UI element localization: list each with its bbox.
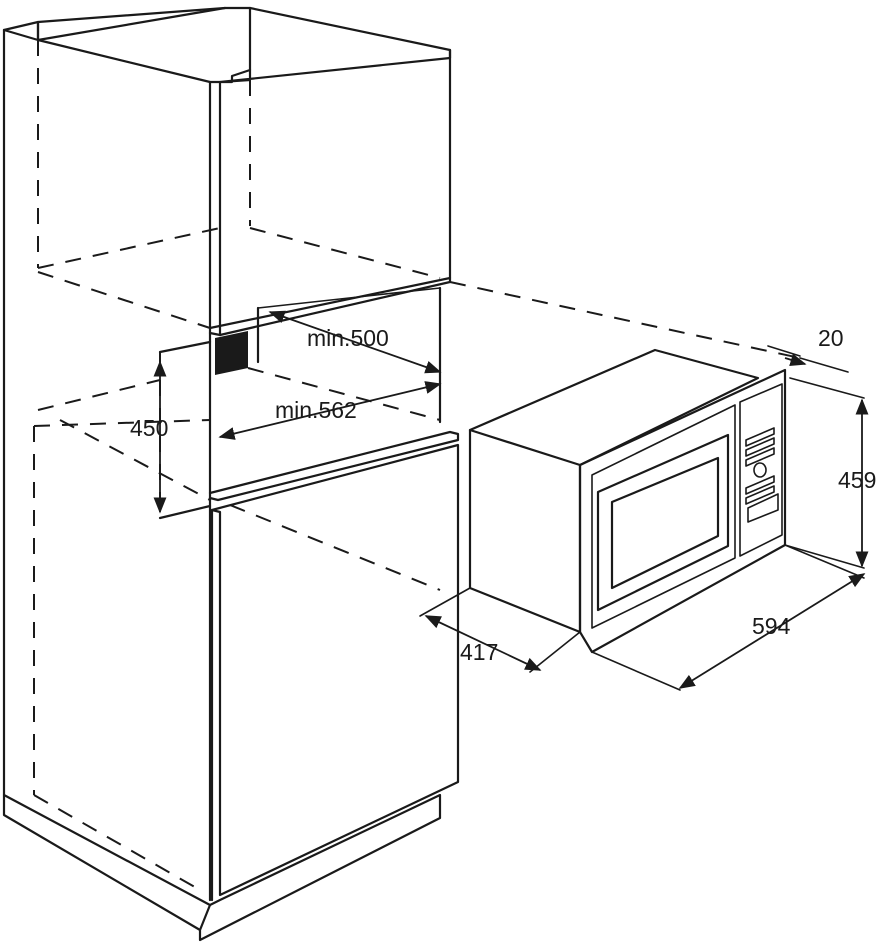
trim-arrow xyxy=(784,353,807,367)
microwave-dimensions: 20 459 594 417 xyxy=(419,325,876,691)
niche-left-front xyxy=(158,340,212,354)
control-buttons xyxy=(745,427,779,523)
microwave-door-outer xyxy=(596,433,730,612)
control-knob-icon xyxy=(753,462,767,478)
niche-floor-shelf xyxy=(158,430,460,520)
microwave-body-top-edge xyxy=(468,428,582,467)
microwave xyxy=(468,348,787,654)
niche-dimensions: min.500 min.562 450 xyxy=(130,310,442,514)
lower-door xyxy=(210,443,460,897)
appliance-depth-arrow xyxy=(424,615,542,671)
appliance-depth-label: 417 xyxy=(460,639,498,665)
niche-height-label: 450 xyxy=(130,415,168,441)
control-panel xyxy=(739,383,783,557)
microwave-front-frame xyxy=(578,368,787,654)
min-depth-label: min.500 xyxy=(307,325,389,351)
cabinet-top-edge xyxy=(36,6,227,42)
cabinet-top-panel xyxy=(2,6,452,84)
microwave-door-window xyxy=(610,456,720,590)
microwave-front-inner xyxy=(591,404,736,629)
vent-block xyxy=(215,331,248,375)
microwave-body xyxy=(468,348,760,634)
min-depth-arrow xyxy=(268,310,442,374)
tall-cabinet xyxy=(2,6,460,942)
appliance-width-label: 594 xyxy=(752,613,791,639)
plinth xyxy=(2,793,442,942)
niche-back-top xyxy=(257,287,441,309)
min-width-arrow xyxy=(218,381,442,440)
appliance-width-arrow xyxy=(678,573,866,689)
hidden-lines xyxy=(33,40,801,891)
min-width-label: min.562 xyxy=(275,397,357,423)
trim-label: 20 xyxy=(818,325,844,351)
appliance-height-label: 459 xyxy=(838,467,876,493)
